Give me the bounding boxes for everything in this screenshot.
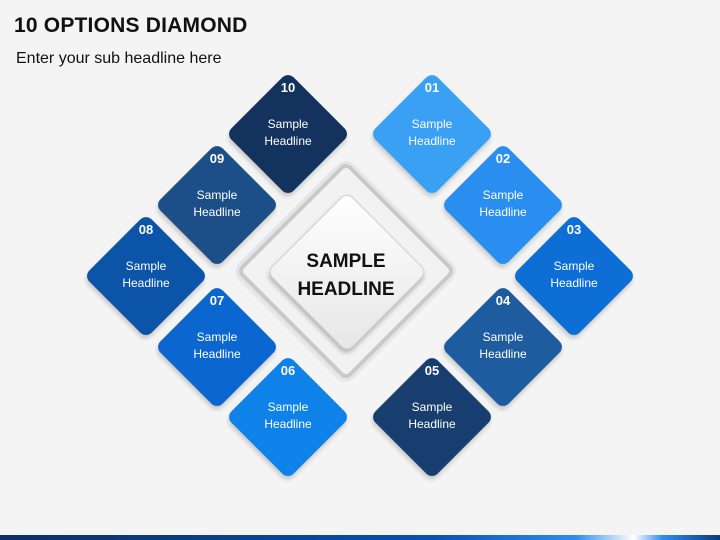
option-number: 02 bbox=[495, 151, 511, 166]
page-title: 10 OPTIONS DIAMOND bbox=[14, 14, 248, 37]
option-label-line1: Sample bbox=[196, 188, 238, 202]
option-number: 09 bbox=[209, 151, 225, 166]
option-number: 05 bbox=[424, 363, 440, 378]
option-label-line2: Headline bbox=[264, 417, 312, 431]
option-label-line1: Sample bbox=[267, 117, 309, 131]
option-label-line2: Headline bbox=[479, 205, 527, 219]
option-label-line1: Sample bbox=[411, 117, 453, 131]
option-number: 03 bbox=[566, 222, 582, 237]
option-number: 10 bbox=[280, 80, 296, 95]
option-label-line2: Headline bbox=[408, 134, 456, 148]
option-number: 04 bbox=[495, 293, 511, 308]
option-number: 08 bbox=[138, 222, 154, 237]
option-number: 01 bbox=[424, 80, 440, 95]
option-number: 07 bbox=[209, 293, 225, 308]
page-subtitle: Enter your sub headline here bbox=[16, 50, 222, 67]
option-label-line2: Headline bbox=[408, 417, 456, 431]
option-label-line1: Sample bbox=[482, 330, 524, 344]
option-label-line1: Sample bbox=[196, 330, 238, 344]
option-label-line2: Headline bbox=[550, 276, 598, 290]
center-headline-line1: SAMPLE bbox=[306, 251, 386, 272]
option-label-line1: Sample bbox=[553, 259, 595, 273]
option-label-line2: Headline bbox=[193, 205, 241, 219]
option-label-line1: Sample bbox=[411, 400, 453, 414]
option-label-line1: Sample bbox=[482, 188, 524, 202]
option-label-line1: Sample bbox=[125, 259, 167, 273]
option-label-line2: Headline bbox=[122, 276, 170, 290]
option-label-line2: Headline bbox=[264, 134, 312, 148]
option-label-line1: Sample bbox=[267, 400, 309, 414]
option-label-line2: Headline bbox=[479, 347, 527, 361]
center-headline-line2: HEADLINE bbox=[297, 279, 395, 300]
option-label-line2: Headline bbox=[193, 347, 241, 361]
center-headline: SAMPLE HEADLINE bbox=[286, 248, 406, 304]
bottom-accent-bar bbox=[0, 535, 720, 540]
option-number: 06 bbox=[280, 363, 296, 378]
